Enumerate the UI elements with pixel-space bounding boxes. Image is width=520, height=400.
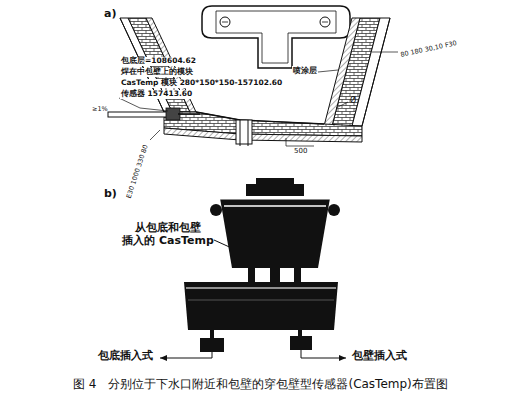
ladle-part bbox=[220, 197, 330, 200]
figure-caption: 图 4 分别位于下水口附近和包壁的穿包壁型传感器(CasTemp)布置图 bbox=[73, 378, 448, 392]
tundish-bottom-part bbox=[196, 112, 324, 124]
tundish bbox=[184, 282, 338, 352]
leader-line-part bbox=[160, 352, 212, 358]
layer-label: 包底层=108604.62 bbox=[120, 57, 197, 66]
figure-part-label: a) bbox=[104, 8, 116, 21]
leader-line-part bbox=[119, 98, 168, 111]
leader-line bbox=[119, 52, 398, 146]
tundish-bottom-part bbox=[236, 120, 252, 144]
leader-line-part bbox=[214, 240, 236, 250]
tundish-right-wall bbox=[324, 18, 390, 126]
castemp-sensor-part bbox=[166, 108, 180, 120]
ladle-part bbox=[224, 205, 326, 207]
leader-line-part bbox=[318, 70, 338, 72]
tundish-part bbox=[186, 287, 336, 289]
tundish-top-view-part bbox=[202, 6, 350, 68]
dimension-label: E30 1000 330 80 bbox=[126, 144, 150, 199]
tundish-right-wall-part bbox=[352, 18, 390, 126]
slope-label: ≥1% bbox=[92, 106, 108, 113]
tundish-bottom-part bbox=[164, 128, 362, 142]
tundish-part bbox=[200, 338, 224, 352]
tundish-part bbox=[188, 300, 334, 301]
castemp-sensor-part bbox=[178, 113, 200, 115]
tundish-bottom-part bbox=[240, 120, 248, 146]
part-label: 焊在中包壁上的模块 bbox=[120, 68, 194, 77]
leader-line-part bbox=[286, 138, 314, 146]
dimension-label: 500 bbox=[294, 147, 307, 155]
part-label: CasTemp 模块 280*150*150-157102.60 bbox=[120, 79, 283, 88]
callout-text: 包壁插入式 bbox=[352, 350, 407, 363]
ladle-part bbox=[328, 204, 340, 216]
tundish-right-wall-part bbox=[324, 18, 360, 126]
ladle bbox=[210, 178, 340, 300]
callout-text: 从包底和包壁 插入的 CasTemp bbox=[122, 222, 214, 247]
ladle-part bbox=[256, 178, 294, 186]
leader-line-part bbox=[372, 52, 398, 53]
leader-line bbox=[160, 240, 346, 358]
figure-part-label: b) bbox=[104, 188, 117, 201]
dimension-label: 80 180 30,10 F30 bbox=[400, 40, 458, 59]
leader-line-part bbox=[301, 350, 346, 358]
tundish-bottom bbox=[164, 112, 362, 146]
tundish-top-view bbox=[202, 6, 350, 68]
tundish-left-wall bbox=[120, 18, 196, 112]
ladle-part bbox=[210, 204, 222, 216]
ladle-part bbox=[220, 198, 330, 268]
symbol-label: Ø bbox=[350, 96, 356, 105]
part-label: 传感器 157413.60 bbox=[120, 90, 193, 99]
layer-label: 喷涂层 bbox=[292, 66, 318, 75]
tundish-right-wall-part bbox=[362, 18, 390, 126]
leader-line-part bbox=[336, 102, 348, 108]
tundish-top-view-part bbox=[222, 22, 328, 23]
tundish-top-view-part bbox=[216, 11, 336, 63]
callout-text: 包底插入式 bbox=[98, 350, 153, 363]
tundish-part bbox=[184, 282, 338, 330]
tundish-part bbox=[290, 336, 312, 350]
leader-line-part bbox=[150, 130, 160, 140]
